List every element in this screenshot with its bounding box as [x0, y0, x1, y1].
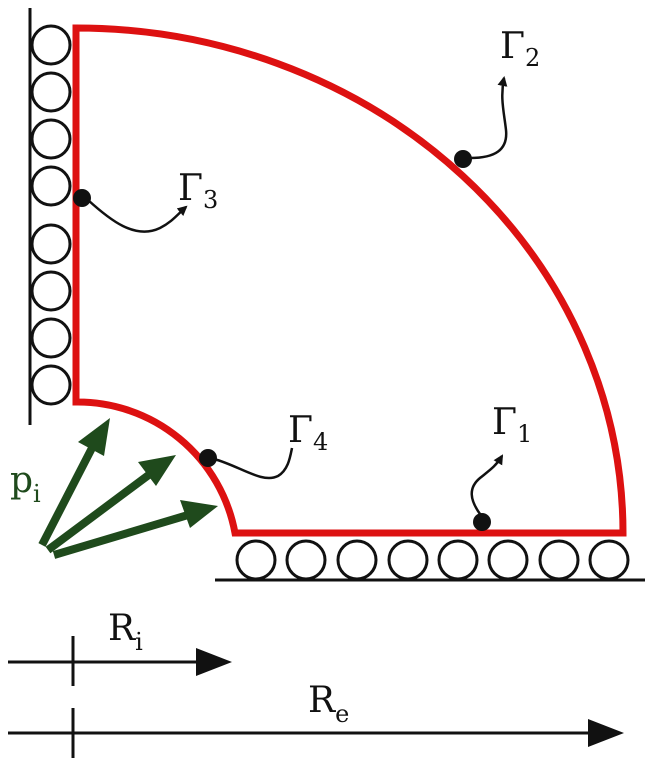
- gamma2-leader: [469, 76, 508, 160]
- gamma1-leader: [470, 454, 504, 515]
- bottom-floor-support: [215, 539, 645, 582]
- roller-circle: [30, 317, 72, 359]
- boundary-markers: [73, 76, 508, 531]
- bottom-roller-row: [235, 539, 630, 581]
- gamma4-leader: [213, 447, 294, 480]
- pressure-arrow-shaft: [38, 446, 96, 547]
- gamma4-point: [199, 449, 217, 467]
- gamma4-label: Γ4: [288, 410, 328, 456]
- gamma1-point: [473, 513, 491, 531]
- pressure-arrow-shaft: [45, 470, 153, 554]
- roller-circle: [30, 118, 72, 160]
- roller-circle: [588, 539, 630, 581]
- roller-circle: [30, 270, 72, 312]
- outer-radius-arrowhead: [588, 719, 624, 747]
- roller-circle: [285, 539, 327, 581]
- roller-circle: [437, 539, 479, 581]
- left-roller-column: [30, 24, 72, 406]
- radius-dimensions: [8, 636, 624, 758]
- roller-circle: [387, 539, 429, 581]
- gamma3-point: [73, 189, 91, 207]
- pressure-arrow-head: [78, 418, 110, 456]
- roller-circle: [30, 223, 72, 265]
- pressure-arrows: [38, 418, 218, 559]
- roller-circle: [487, 539, 529, 581]
- roller-circle: [30, 71, 72, 113]
- gamma3-label: Γ3: [178, 168, 218, 214]
- pressure-arrow-head: [138, 455, 176, 486]
- inner-radius-arrowhead: [196, 648, 232, 676]
- gamma2-point: [454, 150, 472, 168]
- gamma2-label: Γ2: [500, 26, 540, 72]
- roller-circle: [235, 539, 277, 581]
- roller-circle: [30, 24, 72, 66]
- pressure-label: pi: [10, 460, 41, 508]
- domain-boundary: [72, 24, 627, 537]
- roller-circle: [30, 364, 72, 406]
- roller-circle: [538, 539, 580, 581]
- gamma3-leader: [87, 199, 188, 233]
- pressure-arrow-shaft: [52, 511, 190, 559]
- roller-circle: [336, 539, 378, 581]
- left-wall-support: [28, 8, 72, 425]
- roller-circle: [30, 165, 72, 207]
- outer-radius-label: Re: [308, 680, 349, 728]
- pressure-arrow-head: [180, 500, 218, 528]
- gamma1-label: Γ1: [492, 402, 532, 448]
- inner-radius-label: Ri: [108, 608, 143, 656]
